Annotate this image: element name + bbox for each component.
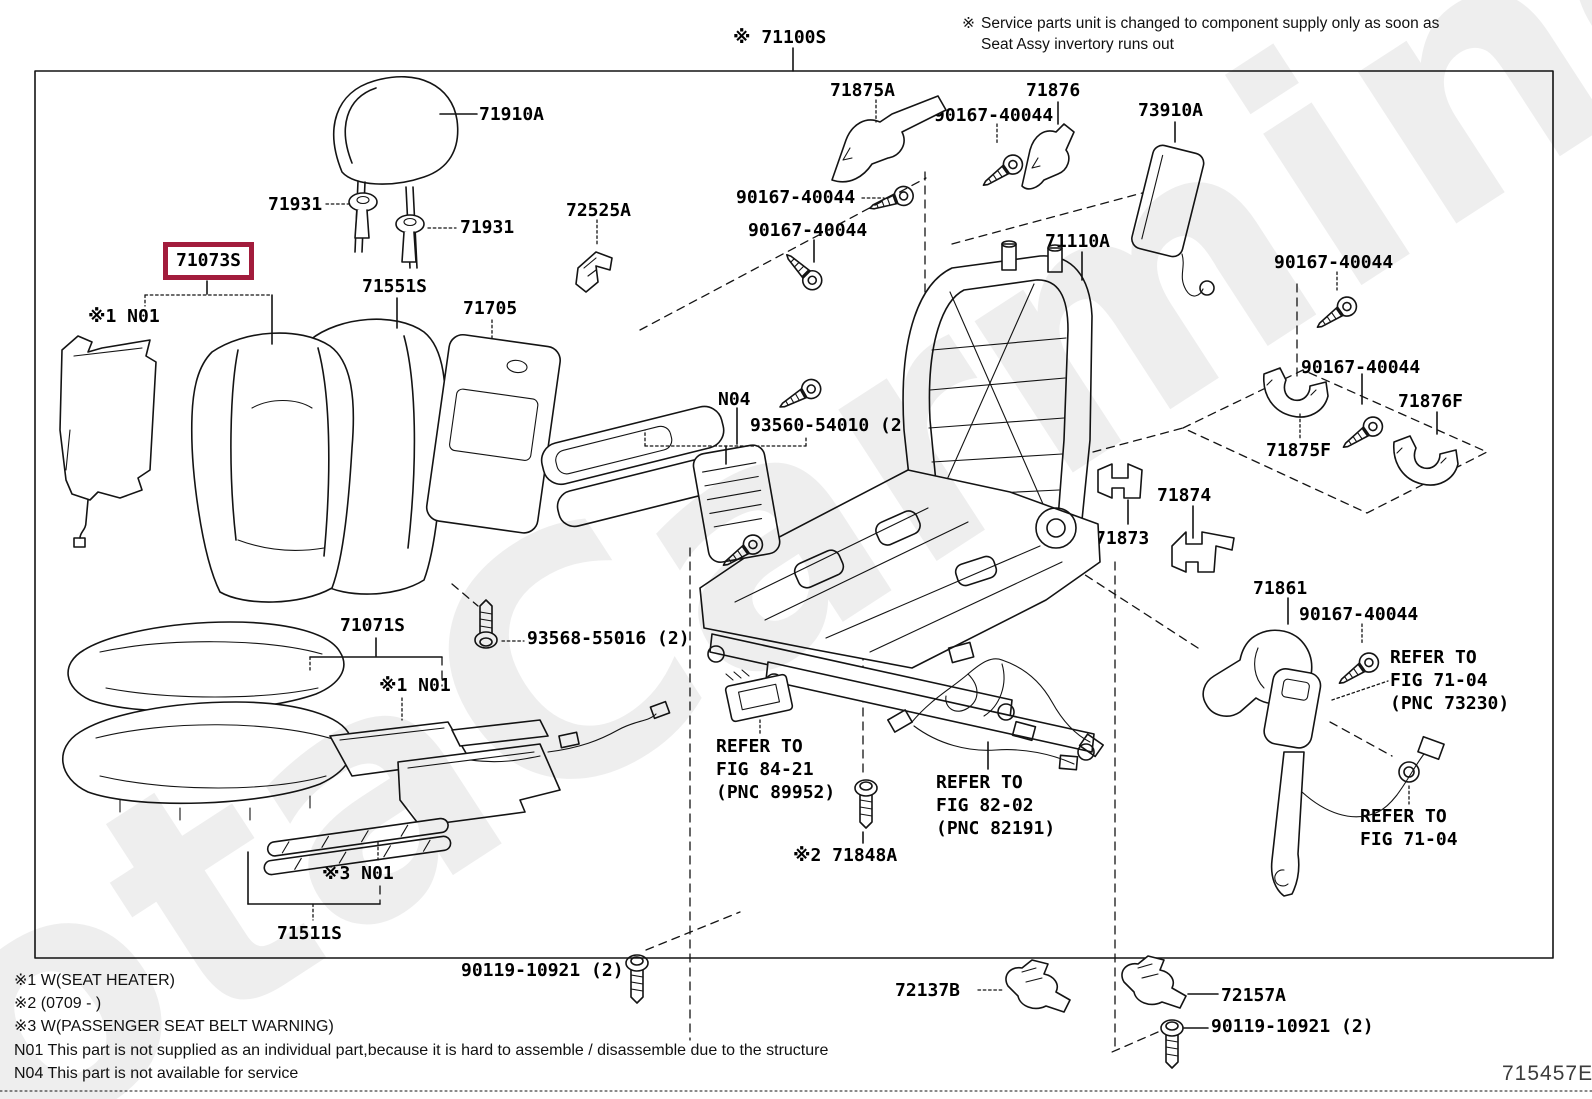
part-label-n01-seatback[interactable]: ※1 N01 [88, 306, 160, 327]
part-label-90119-10921-right[interactable]: 90119-10921 (2) [1211, 1016, 1374, 1037]
part-label-71875F[interactable]: 71875F [1266, 440, 1332, 461]
clip-72525A [575, 251, 613, 293]
service-note-text: Service parts unit is changed to compone… [981, 15, 1440, 53]
part-label-N04[interactable]: N04 [718, 389, 751, 410]
footnotes: ※1 W(SEAT HEATER) ※2 (0709 - ) ※3 W(PASSEN… [14, 969, 828, 1085]
part-label-71705[interactable]: 71705 [463, 298, 518, 319]
part-label-n01-cushion[interactable]: ※1 N01 [379, 675, 451, 696]
part-label-71873[interactable]: 71873 [1095, 528, 1150, 549]
part-label-71848A[interactable]: ※2 71848A [793, 845, 898, 866]
bracket-71875A [831, 95, 947, 183]
part-label-93568-55016[interactable]: 93568-55016 (2) [527, 628, 690, 649]
reclining-cover-assembly [540, 375, 825, 574]
part-label-90119-10921-left[interactable]: 90119-10921 (2) [461, 960, 624, 981]
part-label-71910A[interactable]: 71910A [479, 104, 545, 125]
part-label-71874[interactable]: 71874 [1157, 485, 1212, 506]
part-label-assembly-71100S[interactable]: ※ 71100S [733, 27, 827, 48]
footnote-3: ※3 W(PASSENGER SEAT BELT WARNING) [14, 1018, 334, 1036]
ecu-unit [724, 669, 794, 723]
seat-cushion [62, 621, 354, 821]
cushion-frame [699, 469, 1101, 761]
leader-lines [144, 99, 1438, 1029]
cover-71875F [1263, 367, 1329, 418]
footnote-1: ※1 W(SEAT HEATER) [14, 972, 175, 989]
seat-back-board [425, 333, 561, 534]
figure-code: 715457E [1502, 1062, 1592, 1085]
part-label-71073S[interactable]: 71073S [163, 242, 255, 280]
part-label-n01-rail[interactable]: ※3 N01 [322, 863, 394, 884]
part-label-72525A[interactable]: 72525A [566, 200, 632, 221]
construction-lines [451, 171, 1488, 1053]
board-screw [474, 599, 498, 649]
cover-71876F [1393, 435, 1459, 486]
diagram-border [0, 47, 1592, 1092]
cushion-heater-pads [329, 700, 671, 827]
footnote-5: N04 This part is not available for servi… [14, 1064, 299, 1082]
part-label-refer-fig-84-21: REFER TO FIG 84-21 (PNC 89952) [716, 736, 836, 803]
part-label-71931-left[interactable]: 71931 [268, 194, 323, 215]
headrest [333, 76, 459, 269]
part-label-73910A[interactable]: 73910A [1138, 100, 1204, 121]
anchor-bracket-72137B [1005, 959, 1071, 1013]
footnote-4: N01 This part is not supplied as an indi… [14, 1041, 829, 1059]
part-label-72157A[interactable]: 72157A [1221, 985, 1287, 1006]
reference-mark-icon: ※ [962, 15, 975, 32]
part-label-71931-right[interactable]: 71931 [460, 217, 515, 238]
wire-harness [887, 641, 1105, 771]
part-label-90167-40044-a[interactable]: 90167-40044 [736, 187, 856, 208]
slide-rail-covers [263, 817, 452, 876]
side-airbag-unit [1131, 144, 1215, 297]
part-label-71511S[interactable]: 71511S [277, 923, 343, 944]
part-label-refer-fig-71-04-pnc: REFER TO FIG 71-04 (PNC 73230) [1390, 647, 1510, 714]
footnote-2: ※2 (0709 - ) [14, 995, 102, 1013]
bracket-71876 [1021, 123, 1075, 190]
part-label-71551S[interactable]: 71551S [362, 276, 428, 297]
part-label-71071S[interactable]: 71071S [340, 615, 406, 636]
part-label-71876[interactable]: 71876 [1026, 80, 1081, 101]
part-label-72137B[interactable]: 72137B [895, 980, 961, 1001]
service-note: ※ Service parts unit is changed to compo… [962, 13, 1439, 55]
part-label-90167-40044-f[interactable]: 90167-40044 [1299, 604, 1419, 625]
seat-belt-buckle [1263, 668, 1445, 897]
part-label-refer-fig-82-02: REFER TO FIG 82-02 (PNC 82191) [936, 772, 1056, 839]
part-label-90167-40044-d[interactable]: 90167-40044 [1274, 252, 1394, 273]
bracket-71874 [1171, 531, 1235, 573]
part-label-refer-fig-71-04: REFER TO FIG 71-04 [1360, 806, 1458, 850]
part-label-90167-40044-e[interactable]: 90167-40044 [1301, 357, 1421, 378]
part-label-71875A[interactable]: 71875A [830, 80, 896, 101]
anchor-bracket-72157A [1121, 955, 1187, 1009]
part-label-71861[interactable]: 71861 [1253, 578, 1308, 599]
part-label-90167-40044-c[interactable]: 90167-40044 [934, 105, 1054, 126]
bracket-71873 [1097, 463, 1143, 499]
seatback-heater-pad [59, 335, 157, 548]
part-label-71876F[interactable]: 71876F [1398, 391, 1464, 412]
seat-back-cover [190, 332, 355, 603]
headrest-supports [348, 192, 425, 263]
